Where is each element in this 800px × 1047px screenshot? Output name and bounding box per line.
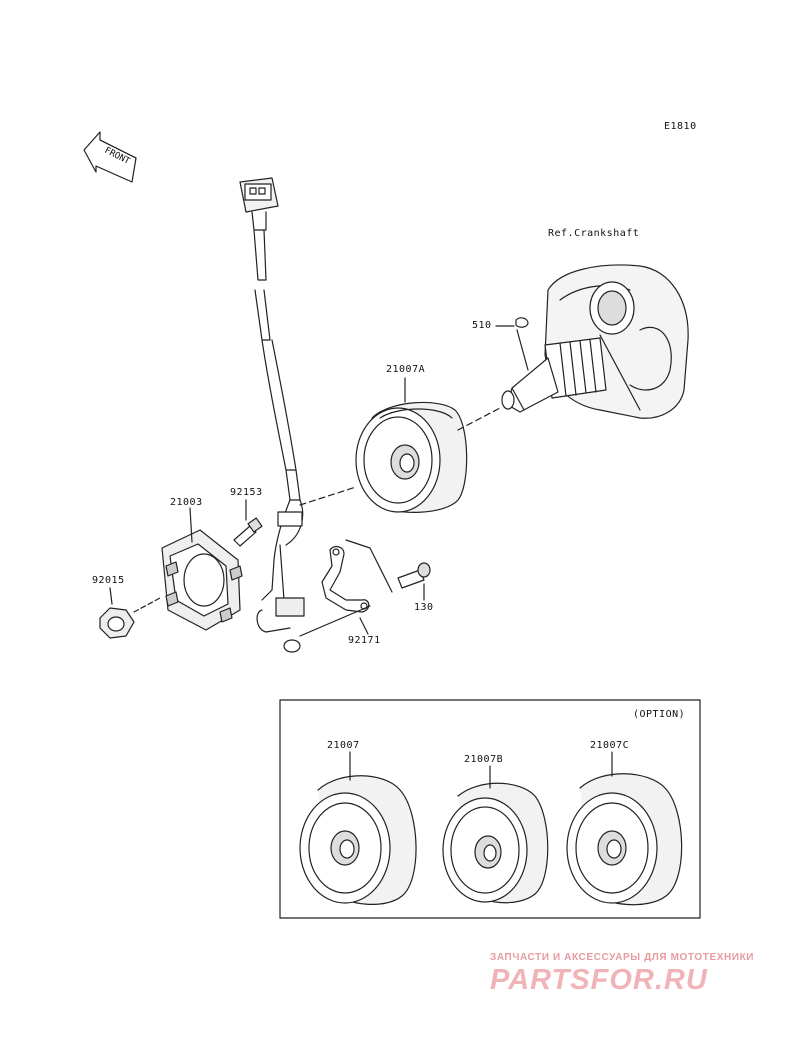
ref-crankshaft-label: Ref.Crankshaft — [548, 228, 640, 239]
bolt-92153-drawing — [233, 517, 263, 547]
rotor-21007a-drawing — [355, 401, 468, 513]
watermark-tagline: ЗАПЧАСТИ И АКСЕССУАРЫ ДЛЯ МОТОТЕХНИКИ — [490, 952, 755, 963]
option-box — [279, 699, 701, 919]
key-part-510 — [515, 317, 529, 328]
wire-harness-drawing — [239, 177, 305, 653]
part-label-21007: 21007 — [327, 740, 360, 751]
rotor-21007b-drawing — [442, 782, 549, 904]
rotor-21007c-drawing — [566, 773, 683, 906]
part-label-92171: 92171 — [348, 635, 381, 646]
crankshaft-drawing — [501, 264, 689, 419]
bolt-130-drawing — [397, 562, 431, 589]
part-label-21007c: 21007C — [590, 740, 630, 751]
rotor-21007-drawing — [299, 775, 417, 905]
part-label-21007a: 21007A — [386, 364, 426, 375]
nut-92015-drawing — [99, 597, 161, 639]
stator-21003-drawing — [161, 507, 243, 631]
part-label-92153: 92153 — [230, 487, 263, 498]
part-label-21003: 21003 — [170, 497, 203, 508]
part-label-510: 510 — [472, 320, 492, 331]
watermark-logo: PARTSFOR.RU — [490, 964, 708, 996]
part-label-21007b: 21007B — [464, 754, 504, 765]
diagram-code: E1810 — [664, 121, 697, 132]
option-label: (OPTION) — [633, 709, 686, 720]
part-label-92015: 92015 — [92, 575, 125, 586]
part-label-130: 130 — [414, 602, 434, 613]
bracket-92171-drawing — [299, 539, 393, 637]
front-arrow-icon — [83, 131, 137, 183]
